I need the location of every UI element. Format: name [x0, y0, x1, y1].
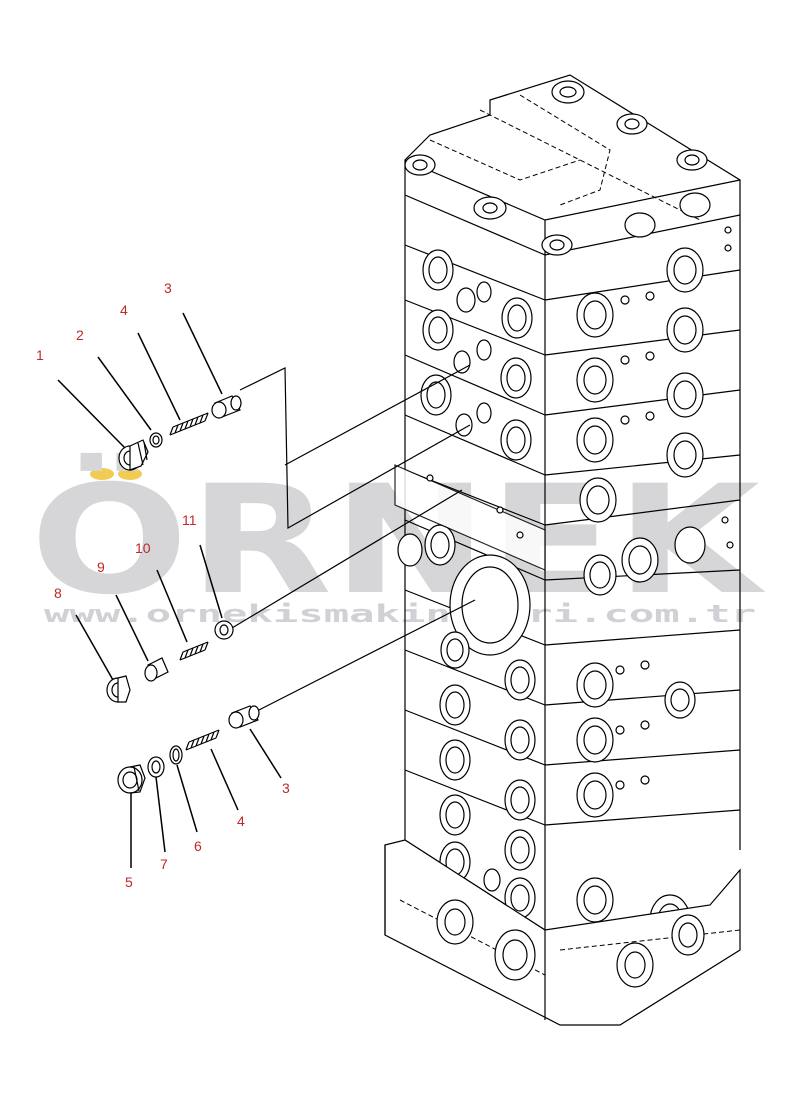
callout-labels: 1 2 3 4 11 10 9 8 3 4 6 7 5: [36, 280, 290, 890]
spring-10: [179, 641, 209, 661]
plug-1: [118, 439, 149, 471]
callout-2: 2: [76, 327, 84, 343]
exploded-parts: [106, 395, 260, 794]
watermark-url: www.ornekismakinalari.com.tr: [44, 600, 756, 628]
callout-5: 5: [125, 874, 133, 890]
plug-8: [106, 675, 131, 703]
callout-6: 6: [194, 838, 202, 854]
plug-9: [144, 657, 169, 682]
plug-5: [117, 764, 146, 794]
control-valve-body: [231, 74, 741, 1026]
spring-4b: [185, 729, 220, 751]
callout-3-lower: 3: [282, 780, 290, 796]
o-ring-2: [149, 432, 163, 448]
callout-3: 3: [164, 280, 172, 296]
callout-8: 8: [54, 585, 62, 601]
leader-lines: [57, 312, 282, 868]
valve-sections: [394, 195, 741, 946]
poppet-3b: [228, 705, 260, 729]
callout-10: 10: [135, 540, 151, 556]
valve-top-cap: [404, 74, 741, 256]
watermark-accent-dot: [118, 468, 142, 480]
poppet-3a: [211, 395, 242, 419]
o-ring-7: [147, 756, 165, 778]
callout-4: 4: [120, 302, 128, 318]
callout-4-lower: 4: [237, 813, 245, 829]
poppet-11: [214, 620, 234, 640]
valve-base-block: [384, 839, 741, 1026]
projection-lines: [231, 364, 476, 713]
callout-9: 9: [97, 559, 105, 575]
callout-11: 11: [182, 512, 197, 528]
watermark-accent-dot: [90, 468, 114, 480]
spring-4a: [169, 412, 209, 436]
callout-7: 7: [160, 856, 168, 872]
o-ring-6: [169, 745, 183, 765]
callout-1: 1: [36, 347, 44, 363]
